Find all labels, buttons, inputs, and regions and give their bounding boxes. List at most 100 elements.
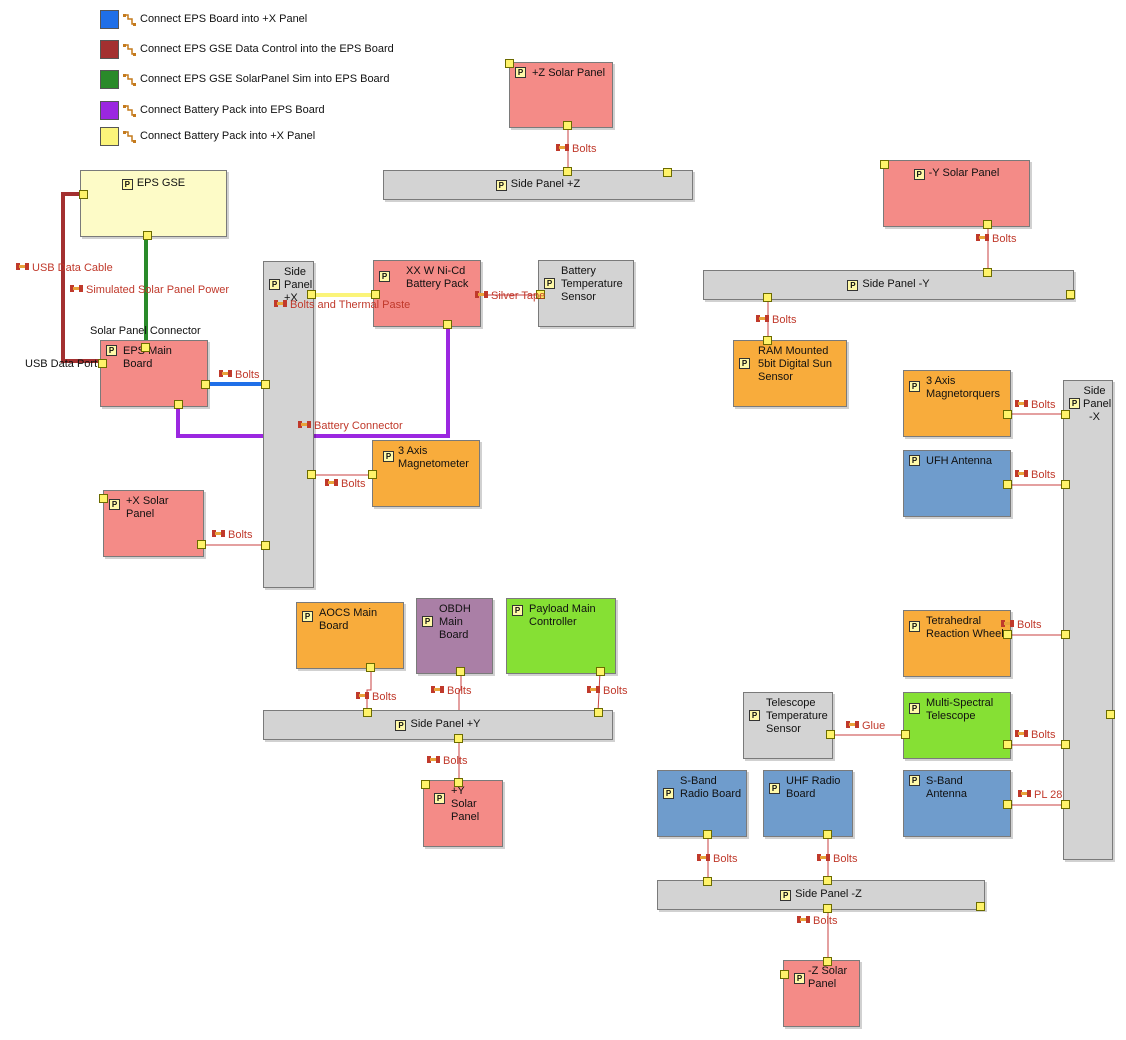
connector-label-silver-tape[interactable]: Silver Tape — [475, 290, 545, 303]
connector-label[interactable]: Bolts — [356, 691, 396, 704]
connector-label[interactable]: Bolts — [1001, 619, 1041, 632]
connector-label[interactable]: Bolts — [219, 369, 259, 382]
connector-label-battery-connector[interactable]: Battery Connector — [298, 420, 403, 433]
magnetorquers[interactable]: P 3 Axis Magnetorquers — [903, 370, 1011, 437]
port[interactable] — [976, 902, 985, 911]
connector-label-usb-data-cable[interactable]: USB Data Cable — [16, 262, 113, 275]
port[interactable] — [201, 380, 210, 389]
sun-sensor[interactable]: P RAM Mounted 5bit Digital Sun Sensor — [733, 340, 847, 407]
port[interactable] — [454, 734, 463, 743]
port[interactable] — [307, 470, 316, 479]
port[interactable] — [421, 780, 430, 789]
port[interactable] — [596, 667, 605, 676]
port[interactable] — [1061, 740, 1070, 749]
port[interactable] — [307, 290, 316, 299]
eps-main-board[interactable]: P EPS Main Board — [100, 340, 208, 407]
port[interactable] — [823, 830, 832, 839]
port[interactable] — [1061, 800, 1070, 809]
port[interactable] — [456, 667, 465, 676]
connector-label-bolts-thermal-paste[interactable]: Bolts and Thermal Paste — [274, 299, 410, 312]
connector-label[interactable]: Bolts — [756, 314, 796, 327]
port[interactable] — [1003, 480, 1012, 489]
port[interactable] — [1003, 410, 1012, 419]
port[interactable] — [366, 663, 375, 672]
connector-label[interactable]: Bolts — [1015, 399, 1055, 412]
telescope-temp-sensor[interactable]: P Telescope Temperature Sensor — [743, 692, 833, 759]
payload-controller[interactable]: P Payload Main Controller — [506, 598, 616, 674]
port[interactable] — [261, 380, 270, 389]
battery-temp-sensor[interactable]: P Battery Temperature Sensor — [538, 260, 634, 327]
connector-label[interactable]: Bolts — [427, 755, 467, 768]
connector-label[interactable]: Bolts — [325, 478, 365, 491]
port[interactable] — [823, 957, 832, 966]
port[interactable] — [823, 876, 832, 885]
connector-label[interactable]: Bolts — [817, 853, 857, 866]
obdh-main-board[interactable]: P OBDH Main Board — [416, 598, 493, 674]
connector-label-glue[interactable]: Glue — [846, 720, 885, 733]
py-solar-panel[interactable]: P +Y Solar Panel — [423, 780, 503, 847]
port[interactable] — [901, 730, 910, 739]
connector-label[interactable]: Bolts — [587, 685, 627, 698]
connector-label[interactable]: Bolts — [212, 529, 252, 542]
port[interactable] — [536, 290, 545, 299]
port[interactable] — [563, 121, 572, 130]
port[interactable] — [880, 160, 889, 169]
port[interactable] — [99, 494, 108, 503]
connector-label[interactable]: Bolts — [1015, 729, 1055, 742]
port[interactable] — [663, 168, 672, 177]
port[interactable] — [763, 336, 772, 345]
port[interactable] — [823, 904, 832, 913]
sband-antenna[interactable]: P S-Band Antenna — [903, 770, 1011, 837]
port[interactable] — [1003, 630, 1012, 639]
port[interactable] — [141, 343, 150, 352]
port[interactable] — [261, 541, 270, 550]
port[interactable] — [505, 59, 514, 68]
mz-solar-panel[interactable]: P -Z Solar Panel — [783, 960, 860, 1027]
aocs-main-board[interactable]: P AOCS Main Board — [296, 602, 404, 669]
port[interactable] — [1061, 480, 1070, 489]
port[interactable] — [1061, 630, 1070, 639]
port[interactable] — [1066, 290, 1075, 299]
connector-label[interactable]: Bolts — [697, 853, 737, 866]
port[interactable] — [1003, 800, 1012, 809]
port[interactable] — [703, 830, 712, 839]
connector-label[interactable]: Bolts — [431, 685, 471, 698]
connector-label-pl28[interactable]: PL 28 — [1018, 789, 1062, 802]
port[interactable] — [983, 268, 992, 277]
port[interactable] — [368, 470, 377, 479]
port[interactable] — [563, 167, 572, 176]
port[interactable] — [174, 400, 183, 409]
side-panel-mx[interactable]: P Side Panel -X — [1063, 380, 1113, 860]
port[interactable] — [1003, 740, 1012, 749]
port[interactable] — [594, 708, 603, 717]
ufh-antenna[interactable]: P UFH Antenna — [903, 450, 1011, 517]
port[interactable] — [363, 708, 372, 717]
port[interactable] — [143, 231, 152, 240]
connector-label[interactable]: Bolts — [976, 233, 1016, 246]
port[interactable] — [1106, 710, 1115, 719]
battery-pack[interactable]: P XX W Ni-Cd Battery Pack — [373, 260, 481, 327]
magnetometer[interactable]: P 3 Axis Magnetometer — [372, 440, 480, 507]
port[interactable] — [780, 970, 789, 979]
ms-telescope[interactable]: P Multi-Spectral Telescope — [903, 692, 1011, 759]
connector-label[interactable]: Bolts — [797, 915, 837, 928]
my-solar-panel[interactable]: P-Y Solar Panel — [883, 160, 1030, 227]
port[interactable] — [98, 359, 107, 368]
port[interactable] — [983, 220, 992, 229]
port[interactable] — [454, 778, 463, 787]
z-solar-panel[interactable]: P +Z Solar Panel — [509, 62, 613, 128]
reaction-wheel[interactable]: P Tetrahedral Reaction Wheel — [903, 610, 1011, 677]
port[interactable] — [197, 540, 206, 549]
port[interactable] — [703, 877, 712, 886]
port[interactable] — [371, 290, 380, 299]
px-solar-panel[interactable]: P +X Solar Panel — [103, 490, 204, 557]
sband-radio[interactable]: P S-Band Radio Board — [657, 770, 747, 837]
uhf-radio[interactable]: P UHF Radio Board — [763, 770, 853, 837]
connector-label[interactable]: Bolts — [556, 143, 596, 156]
connector-label[interactable]: Bolts — [1015, 469, 1055, 482]
port[interactable] — [443, 320, 452, 329]
